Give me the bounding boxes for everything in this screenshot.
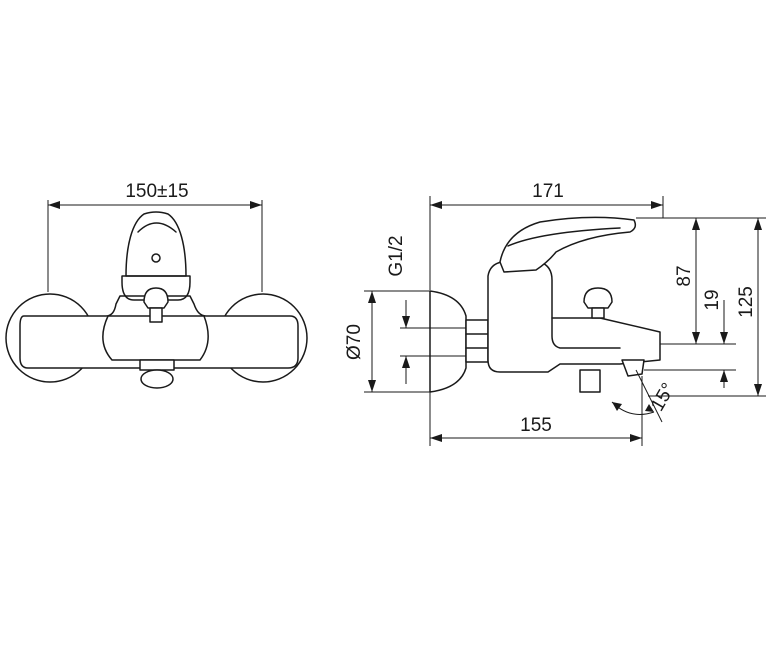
side-shower-connection (579, 369, 601, 393)
arrow-left (48, 201, 60, 209)
front-width-label: 150±15 (125, 181, 188, 202)
arrow-right (250, 201, 262, 209)
side-view: 171 155 Ø70 G1/2 87 (344, 181, 766, 446)
side-spout-length-label: 155 (520, 415, 552, 436)
side-connection-nut (465, 319, 489, 363)
side-lever (499, 216, 637, 273)
side-mixer-body (487, 261, 661, 373)
side-rosette (429, 290, 467, 393)
side-height-19-label: 19 (702, 289, 723, 310)
front-lever-screw (151, 253, 161, 263)
side-total-length-label: 171 (532, 181, 564, 202)
side-outlet (621, 359, 645, 377)
side-height-125-label: 125 (736, 286, 757, 318)
side-rosette-label: Ø70 (344, 324, 365, 360)
front-view: 150±15 (5, 181, 308, 389)
front-lever-base (121, 275, 191, 301)
angle-line (635, 369, 663, 423)
side-diverter-knob (583, 287, 613, 309)
side-height-87-label: 87 (674, 265, 695, 286)
front-lever (125, 211, 187, 277)
side-thread-label: G1/2 (386, 235, 407, 276)
front-center-lobe (102, 315, 209, 361)
front-spout-ring (140, 369, 174, 389)
front-diverter-knob (143, 287, 169, 309)
front-lever-top (137, 222, 177, 233)
front-diverter-stem (149, 307, 163, 323)
front-spout-outlet (139, 359, 175, 371)
